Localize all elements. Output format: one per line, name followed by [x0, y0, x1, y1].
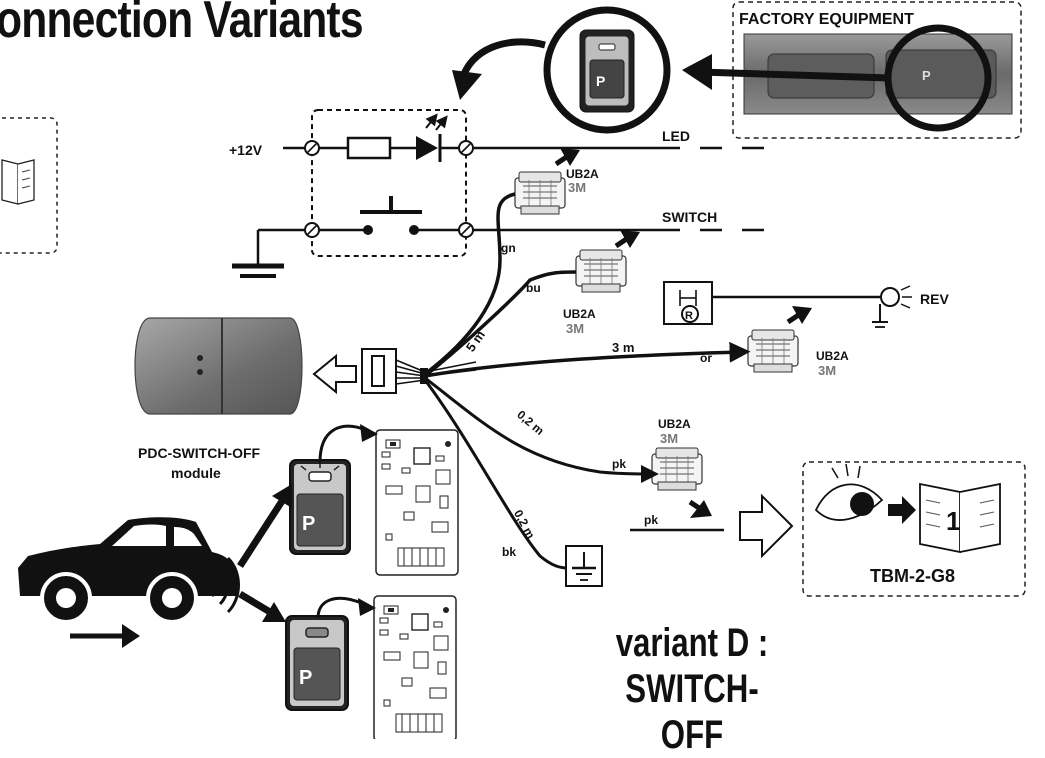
wire-len-3m: 3 m [612, 340, 634, 355]
connector-ub2a-3 [747, 329, 799, 373]
wire-len-02-bottom: 0,2 m [511, 507, 538, 541]
svg-text:R: R [685, 310, 693, 322]
variant-line1: variant D : [615, 621, 769, 665]
led-diode [416, 136, 438, 160]
wire-bk: bk [502, 545, 516, 559]
module-label-line2: module [171, 465, 221, 481]
switch-led-off-symbol: P [299, 667, 312, 689]
label-switch: SWITCH [662, 209, 717, 225]
arrow-to-module [312, 353, 357, 395]
car-direction-arrow [122, 624, 140, 648]
switch-led-on-symbol: P [302, 513, 315, 535]
wire-gn: gn [501, 241, 516, 255]
variant-title: variant D : SWITCH-OFF [606, 620, 778, 758]
label-12v: +12V [229, 142, 263, 158]
conn2-brand: 3M [566, 321, 584, 336]
manual-page-number: 1 [946, 506, 960, 536]
variant-line2: SWITCH-OFF [625, 667, 759, 757]
pcb-top [375, 429, 459, 576]
page-title: onnection Variants [0, 0, 364, 49]
conn4-brand: 3M [660, 431, 678, 446]
connector-ub2a-1 [514, 171, 566, 215]
connector-ub2a-2 [575, 249, 627, 293]
resistor [346, 136, 392, 160]
wire-len-5m: 5 m [463, 327, 488, 354]
factory-button-symbol: P [922, 68, 931, 83]
connector-ub2a-4 [651, 447, 703, 491]
wire-len-02-top: 0,2 m [514, 407, 547, 437]
signal-waves-icon [210, 572, 218, 598]
arrow-right-icon [888, 496, 916, 524]
label-led: LED [662, 128, 690, 144]
conn2-name: UB2A [563, 307, 596, 321]
label-rev: REV [920, 291, 949, 307]
switch-led-on: P [289, 459, 351, 555]
wire-or: or [700, 351, 712, 365]
zoom-switch-symbol: P [596, 73, 605, 89]
reverse-lamp-icon [880, 287, 900, 307]
arrow-to-manual [739, 493, 794, 559]
conn1-brand: 3M [568, 180, 586, 195]
manual-code: TBM-2-G8 [870, 566, 955, 586]
car-icon [18, 517, 238, 624]
pcb-bottom [373, 595, 457, 739]
wire-bu: bu [526, 281, 541, 295]
switch-led-off: P [285, 615, 349, 711]
conn4-name: UB2A [658, 417, 691, 431]
pdc-switch-off-module [134, 317, 303, 415]
conn1-name: UB2A [566, 167, 599, 181]
wire-pk: pk [612, 457, 626, 471]
conn3-brand: 3M [818, 363, 836, 378]
circuit-box [311, 109, 467, 257]
wire-pk-lower: pk [644, 513, 658, 527]
conn3-name: UB2A [816, 349, 849, 363]
connection-diagram: P FACTORY EQUIPMENT P +12V L [0, 1, 1026, 739]
factory-equipment-label: FACTORY EQUIPMENT [739, 11, 914, 28]
module-label-line1: PDC-SWITCH-OFF [138, 445, 261, 461]
